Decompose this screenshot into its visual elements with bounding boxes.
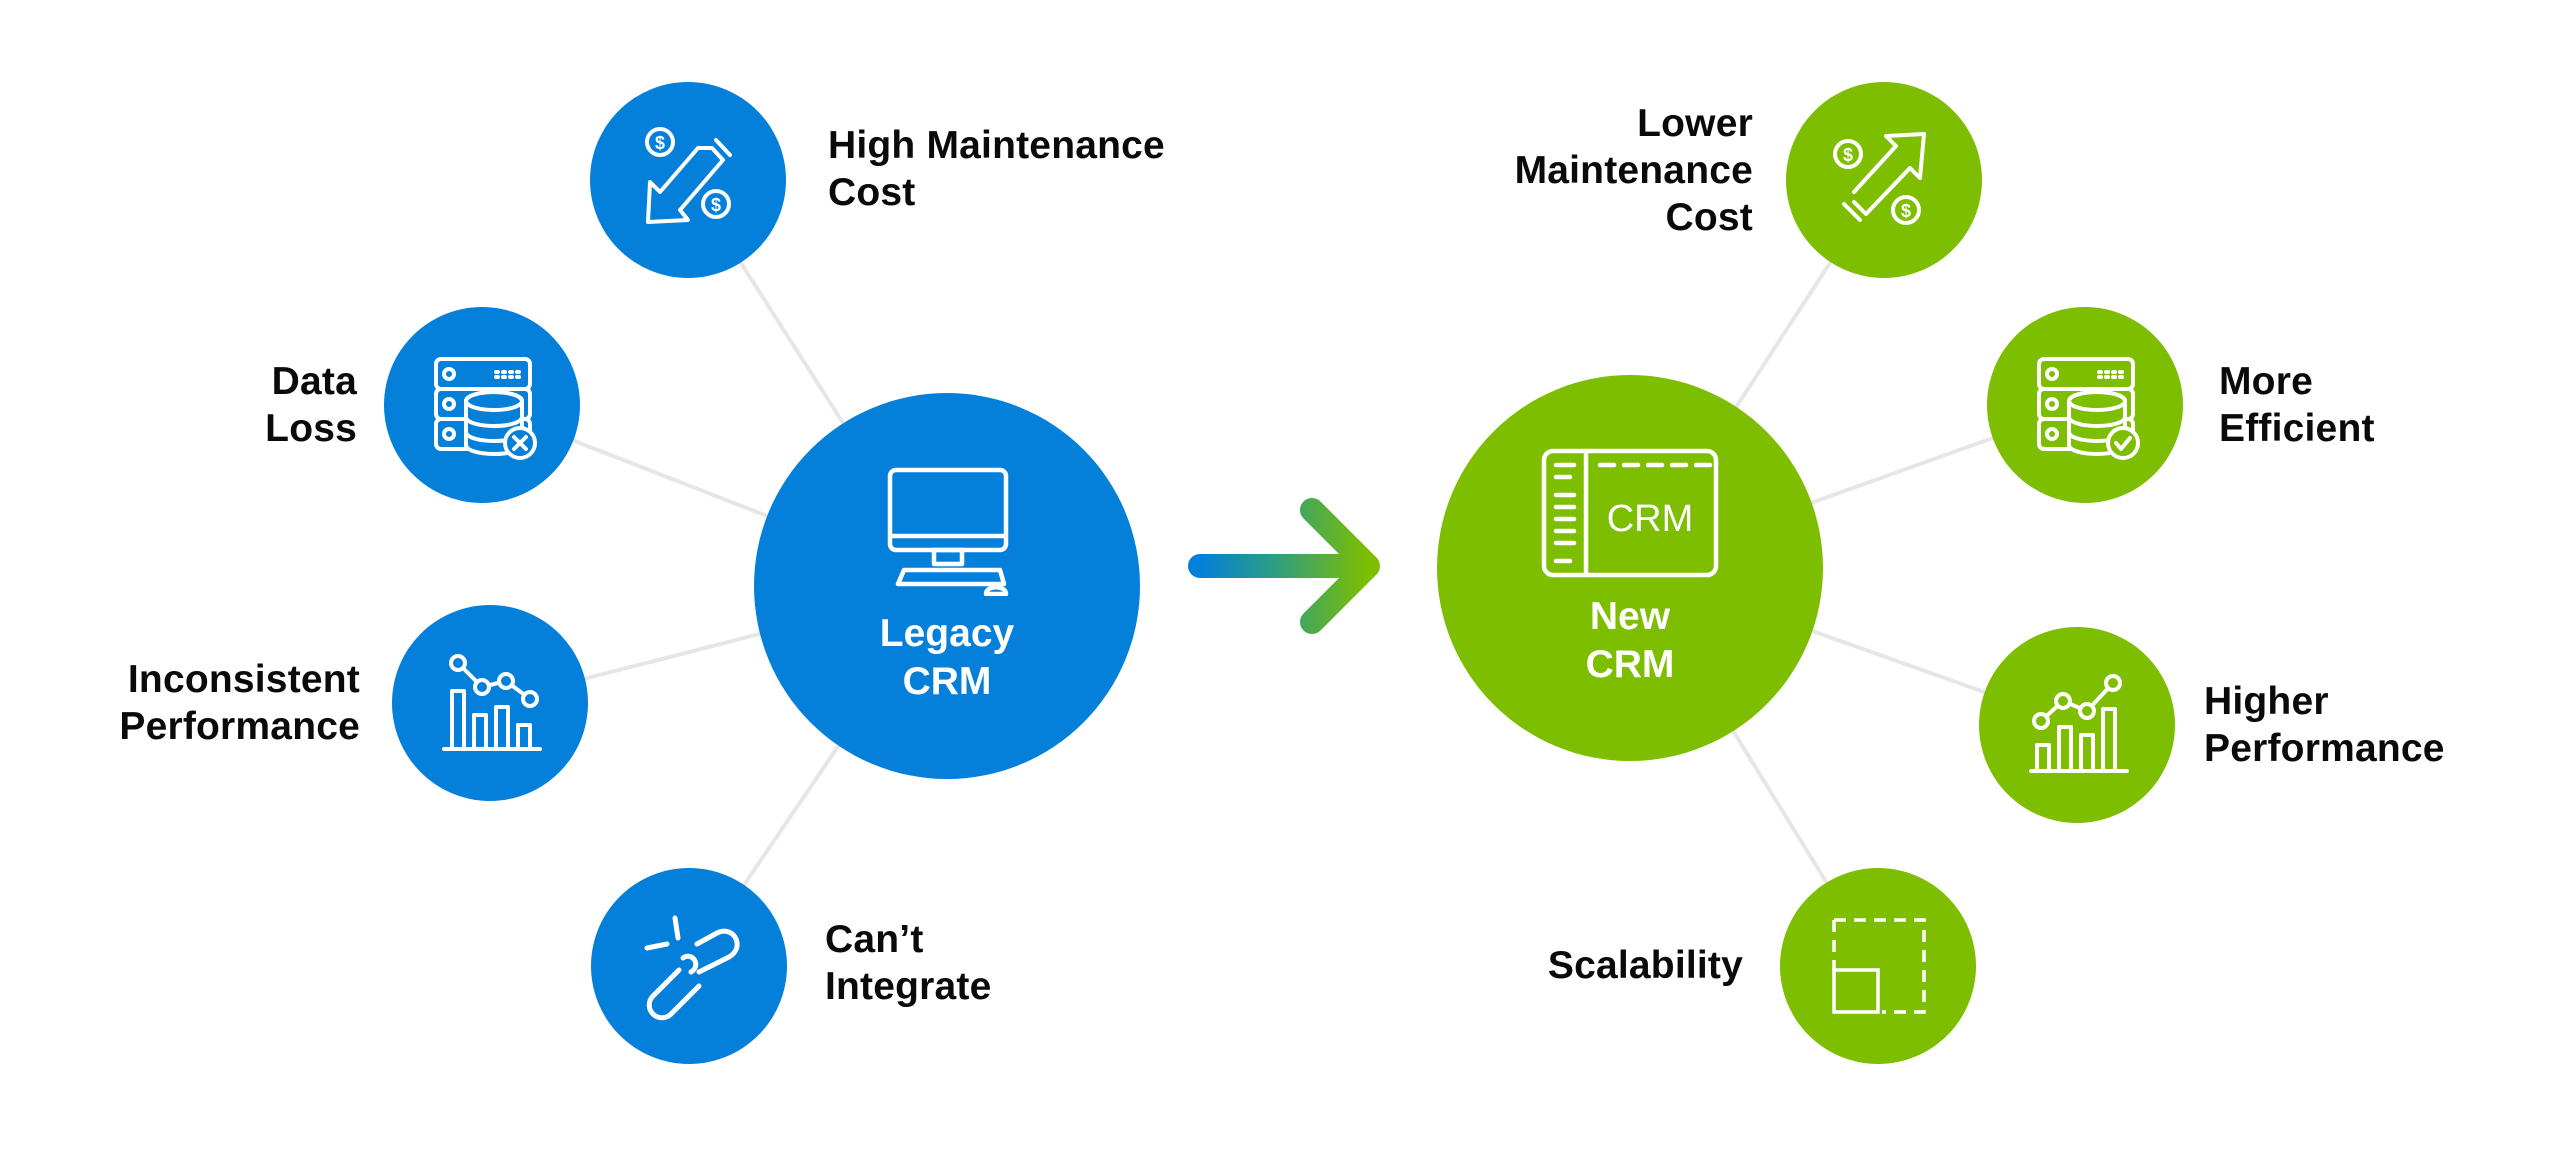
data-loss-node [384,307,580,503]
database-check-icon [2037,357,2140,460]
scalability-node [1780,868,1976,1064]
crm-window-icon: CRM [1541,448,1719,578]
new-crm-title: New CRM [1585,595,1675,686]
high-maintenance-cost-node: $ $ [590,82,786,278]
cost-down-arrow-icon: $ $ [645,127,732,224]
cant-integrate-label: Can’t Integrate [825,918,992,1008]
chart-declining-icon [442,654,542,751]
svg-text:$: $ [655,133,665,153]
crm-icon-text: CRM [1607,498,1694,540]
higher-performance-label: Higher Performance [2204,680,2445,770]
desktop-computer-icon [887,467,1009,596]
higher-performance-node [1979,627,2175,823]
new-crm-node: CRM New CRM [1437,375,1823,761]
inconsistent-performance-label: Inconsistent Performance [119,658,360,748]
more-efficient-node [1987,307,2183,503]
database-error-icon [434,357,537,460]
broken-link-icon [644,915,740,1021]
svg-text:$: $ [711,195,721,215]
inconsistent-performance-node [392,605,588,801]
svg-text:$: $ [1843,145,1853,165]
svg-text:$: $ [1901,201,1911,221]
chart-rising-icon [2029,674,2129,773]
scalability-label: Scalability [1547,944,1743,987]
more-efficient-label: More Efficient [2219,360,2375,450]
gradient-right-arrow-icon [1188,498,1380,634]
lower-maintenance-cost-node: $ $ [1786,82,1982,278]
legacy-crm-title: Legacy CRM [879,612,1015,703]
high-maintenance-cost-label: High Maintenance Cost [828,124,1165,214]
cost-up-arrow-icon: $ $ [1833,132,1926,225]
data-loss-label: Data Loss [265,360,357,450]
cant-integrate-node [591,868,787,1064]
legacy-crm-node: Legacy CRM [754,393,1140,779]
lower-maintenance-cost-label: Lower Maintenance Cost [1514,102,1753,239]
scale-square-icon [1832,918,1926,1014]
